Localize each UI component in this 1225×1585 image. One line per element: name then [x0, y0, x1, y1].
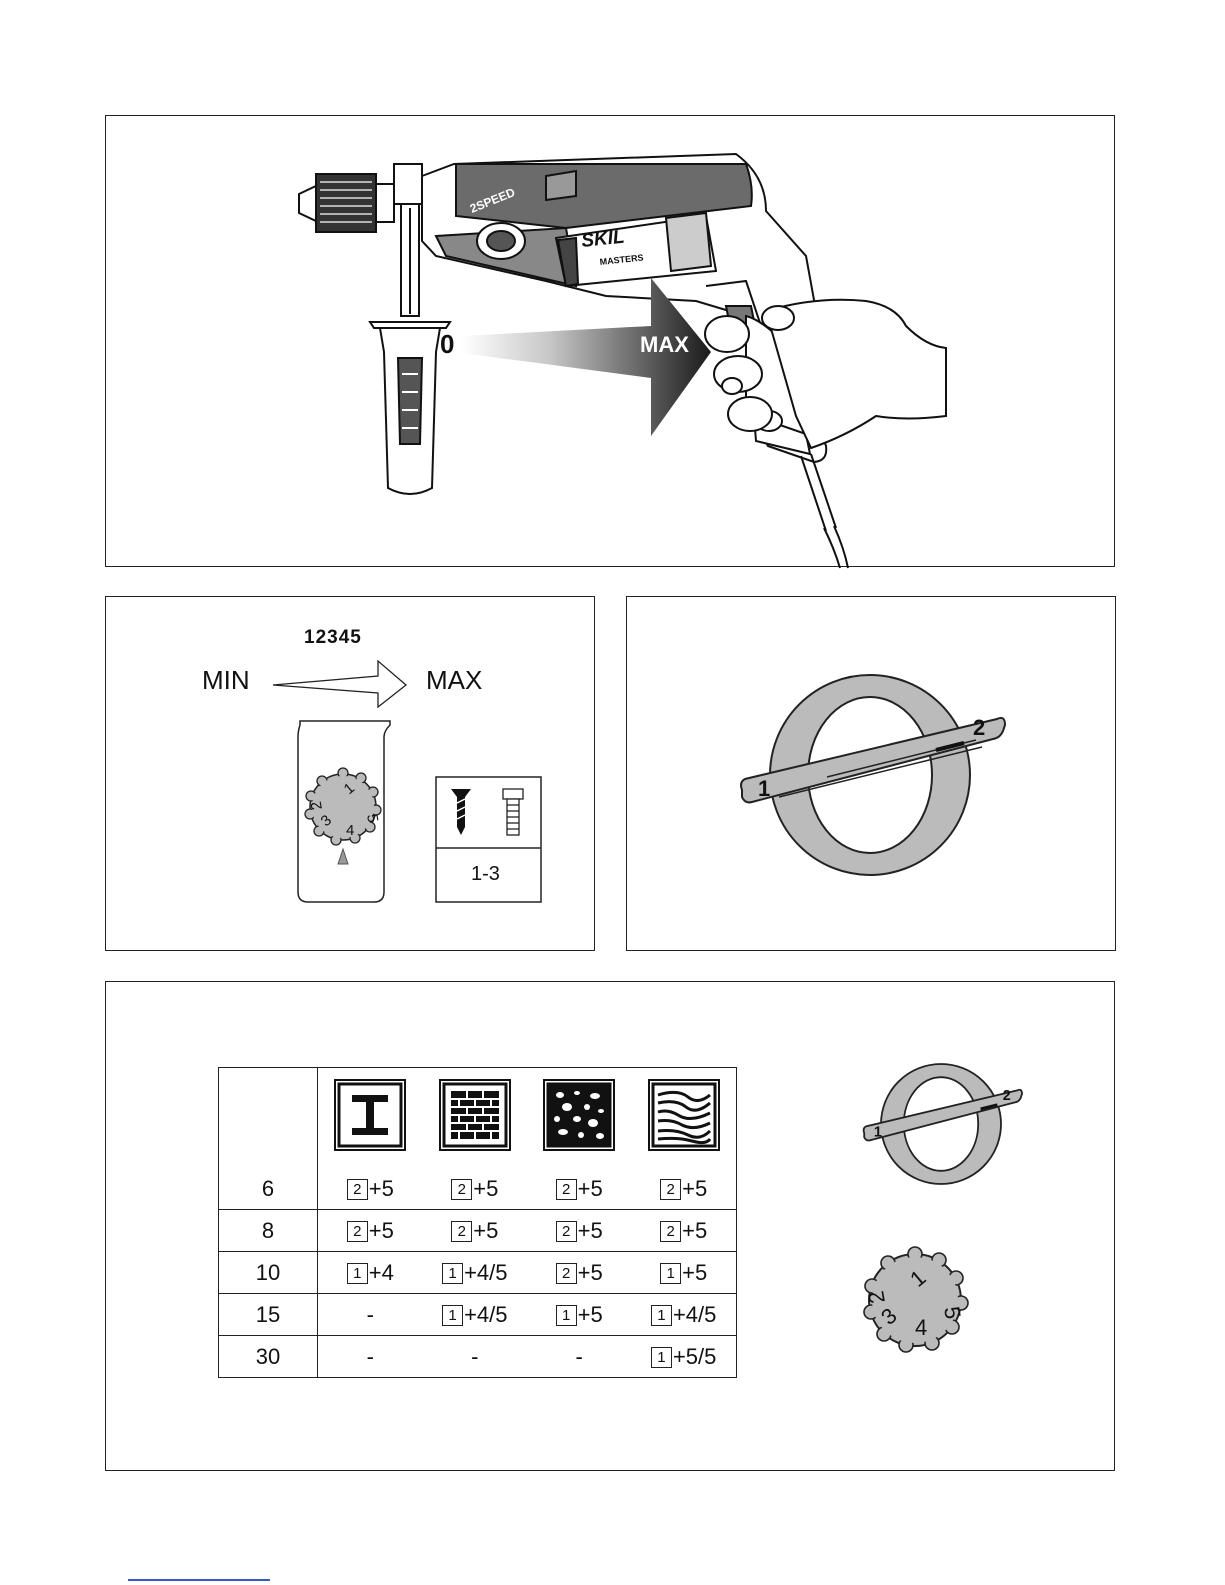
min-max-arrow	[273, 661, 406, 707]
hand	[705, 300, 946, 448]
label-zero: 0	[440, 329, 454, 359]
label-max: MAX	[640, 332, 689, 357]
figure-gear-switch: 1 2	[626, 596, 1116, 951]
gear-position-2: 2	[973, 715, 985, 740]
legend-gear-switch: 1 2	[864, 1064, 1022, 1184]
figure-speed-dial: 12345 MIN MAX 1 2 3 4 5	[105, 596, 595, 951]
screw-setting: 1-3	[471, 863, 500, 886]
figure-drill-trigger: 0 MAX SKIL MASTERS 2SPEED	[105, 115, 1115, 567]
chuck	[299, 174, 394, 232]
gear-switch: 1 2	[741, 675, 1005, 875]
brand-logo: SKIL	[580, 227, 625, 252]
trigger-arrow: 0 MAX	[440, 278, 711, 436]
power-cord	[801, 454, 848, 568]
drill-illustration: 0 MAX SKIL MASTERS 2SPEED	[106, 116, 1116, 568]
legend-speed-dial: 1 2 3 4 5	[863, 1247, 968, 1352]
figure-speed-table: 6 2+5 2+5 2+5 2+5 8 2+5 2+5 2+5 2+5 10 1…	[105, 981, 1115, 1471]
page-link-underline	[128, 1579, 270, 1581]
dial-digit-4: 4	[346, 822, 354, 839]
gear-position-1: 1	[758, 776, 770, 801]
legend-gear-1: 1	[874, 1125, 882, 1141]
legend-gear-2: 2	[1003, 1088, 1011, 1104]
svg-text:4: 4	[915, 1315, 927, 1340]
